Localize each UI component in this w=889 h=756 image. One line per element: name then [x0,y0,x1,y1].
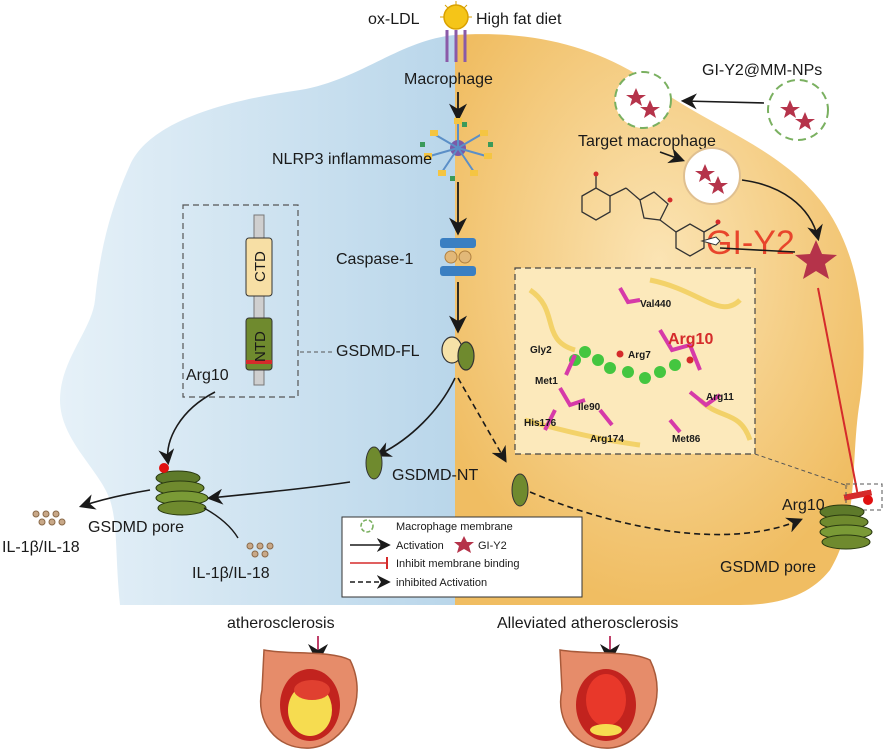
gsdmd-nt-fragment-right [511,473,529,507]
ntd-label: NTD [252,331,269,362]
legend-inhibited-label: inhibited Activation [396,577,487,589]
np-membrane [614,71,672,129]
gi-y2-chemical-structure [581,176,719,257]
pointing-hand-icon [700,236,721,246]
receptor-icon [445,30,467,62]
residue-met1: Met1 [535,376,558,387]
residue-arg174: Arg174 [590,434,624,445]
ox-ldl-label: ox-LDL [368,11,420,28]
right-gsdmd-pore [819,495,873,550]
nanoparticles-label: GI-Y2@MM-NPs [702,62,822,79]
legend-membrane-label: Macrophage membrane [396,521,513,533]
il1b-il18-inside-label: IL-1β/IL-18 [192,565,270,582]
gsdmd-fl-icon [441,336,475,371]
np-free [767,79,829,141]
gsdmd-nt-fragment-left [365,446,383,480]
left-gsdmd-pore-label: GSDMD pore [88,519,184,536]
nlrp3-inflammasome-icon [420,118,493,181]
right-arg10-label: Arg10 [782,497,825,514]
right-gsdmd-pore-label: GSDMD pore [720,559,816,576]
high-fat-diet-label: High fat diet [476,11,562,28]
residue-met86: Met86 [672,434,701,445]
outcome-left-label: atherosclerosis [227,615,335,632]
domain-box [182,204,299,398]
artery-right-icon [559,649,658,749]
docking-residues [543,287,722,434]
artery-left-icon [260,649,358,749]
legend-activation-label: Activation [396,540,444,552]
legend-membrane-icon [360,519,374,533]
macrophage-label: Macrophage [404,71,493,88]
docking-ligand [569,346,694,384]
residue-val440: Val440 [640,299,672,310]
target-macrophage-label: Target macrophage [578,133,716,150]
gsdmd-domain-bar [245,214,273,386]
legend-inhibit-label: Inhibit membrane binding [396,558,520,570]
caspase-1-icon [440,238,476,276]
caspase-1-label: Caspase-1 [336,251,413,268]
nlrp3-label: NLRP3 inflammasome [272,151,432,168]
gi-y2-title: GI-Y2 [706,224,795,262]
left-gsdmd-pore [155,463,209,516]
legend-drug-label: GI-Y2 [478,540,507,552]
ctd-label: CTD [252,251,269,282]
residue-ile90: Ile90 [578,402,601,413]
legend-star-icon [454,536,474,553]
ox-ldl-particle [440,1,472,30]
cytokine-dots-in [246,542,274,558]
il1b-il18-released-label: IL-1β/IL-18 [2,539,80,556]
residue-arg7: Arg7 [628,350,651,361]
residue-his176: His176 [524,418,557,429]
gsdmd-fl-label: GSDMD-FL [336,343,420,360]
gi-y2-star-icon [795,240,837,279]
residue-arg11: Arg11 [706,392,734,403]
residue-arg10: Arg10 [668,331,713,348]
arg10-domain-label: Arg10 [186,367,229,384]
gsdmd-nt-label: GSDMD-NT [392,467,478,484]
residue-gly2: Gly2 [530,345,552,356]
np-target [683,147,741,205]
cytokine-dots-out [32,510,66,526]
outcome-right-label: Alleviated atherosclerosis [497,615,678,632]
